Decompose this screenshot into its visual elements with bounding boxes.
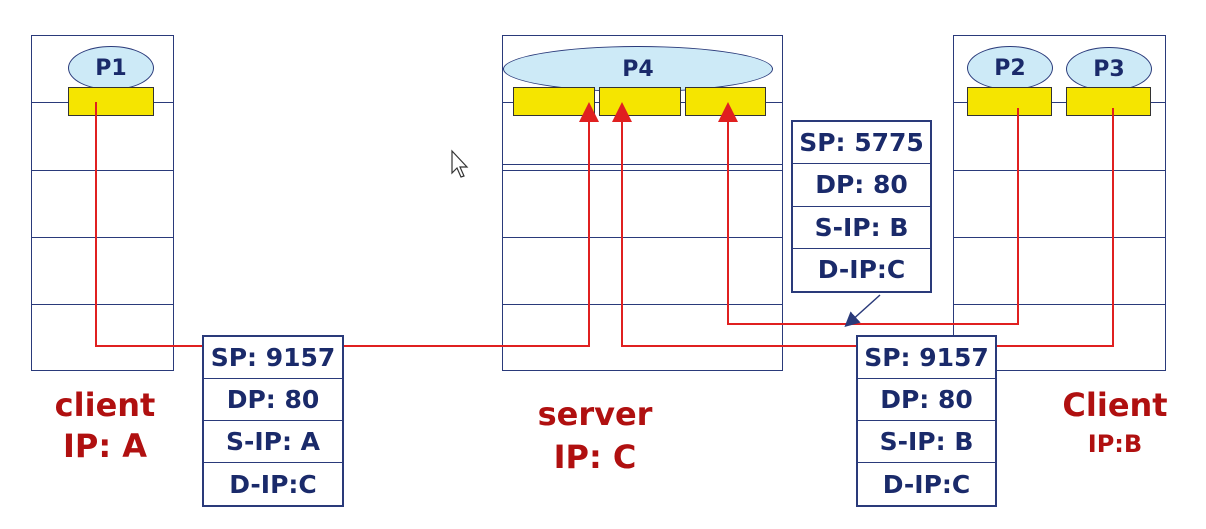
header-source-ip: S-IP: B <box>858 421 995 463</box>
cursor-icon <box>451 149 469 178</box>
process-p4: P4 <box>503 46 773 92</box>
client-a-name: client <box>54 386 156 424</box>
header-dest-ip: D-IP:C <box>817 255 906 285</box>
header-dest-port: DP: 80 <box>858 379 995 421</box>
process-p3: P3 <box>1066 47 1152 91</box>
server-ip: IP: C <box>553 438 637 476</box>
header-dest-port: DP: 80 <box>204 379 342 421</box>
header-dest-ip: D-IP:C <box>229 469 317 499</box>
wire-p2-to-server <box>718 102 1019 325</box>
process-p1: P1 <box>68 46 154 90</box>
socket-p1 <box>68 87 154 116</box>
header-dest-ip: D-IP:C <box>882 469 971 499</box>
process-p2: P2 <box>967 46 1053 90</box>
wire-p1-to-server <box>95 102 599 347</box>
client-b-ip: IP:B <box>1087 430 1143 458</box>
client-a-ip: IP: A <box>62 427 148 465</box>
header-source-port: SP: 9157 <box>204 337 342 379</box>
header-source-ip: S-IP: A <box>204 421 342 463</box>
header-dest-port: DP: 80 <box>793 164 930 207</box>
header-b-p3-to-c: SP: 9157 DP: 80 S-IP: B D-IP:C <box>856 335 997 507</box>
header-b-p2-to-c: SP: 5775 DP: 80 S-IP: B D-IP:C <box>791 120 932 293</box>
header-source-port: SP: 5775 <box>793 122 930 165</box>
server-name: server <box>537 395 653 433</box>
header-source-ip: S-IP: B <box>793 207 930 249</box>
header-a-to-c: SP: 9157 DP: 80 S-IP: A D-IP:C <box>202 335 344 507</box>
client-b-name: Client <box>1062 386 1168 424</box>
header-pointer <box>844 294 881 328</box>
socket-p3 <box>1066 87 1151 116</box>
header-source-port: SP: 9157 <box>858 337 995 379</box>
socket-p2 <box>967 87 1052 116</box>
